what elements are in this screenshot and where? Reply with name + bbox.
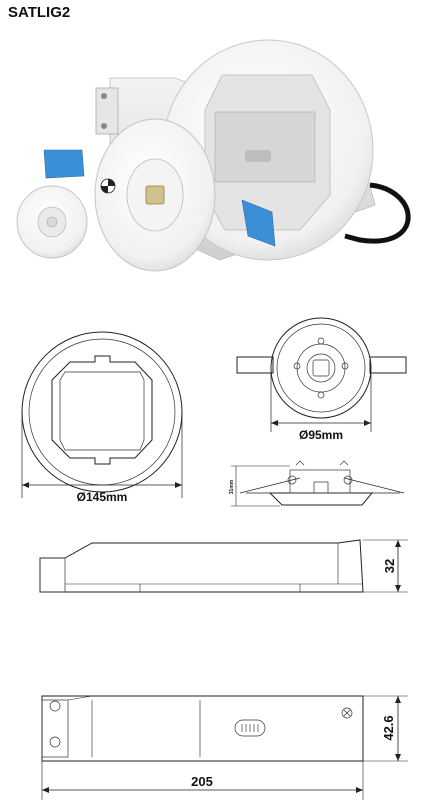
driver-top-outline	[41, 695, 364, 762]
driver-side-outline	[39, 539, 364, 593]
depth-label: 31mm	[229, 479, 235, 494]
product-render	[16, 39, 411, 272]
screw-icon	[101, 123, 107, 129]
large-ring-cutout	[51, 355, 153, 465]
large-ring-diameter-label: Ø145mm	[77, 490, 128, 504]
left-spring-tab	[236, 356, 274, 374]
driver-side-view: 32	[39, 539, 408, 593]
blue-clip-left	[43, 149, 85, 179]
large-ring-front-view: Ø145mm	[21, 331, 183, 504]
driver-length-label: 205	[191, 774, 213, 789]
housing-end-cap	[95, 87, 119, 135]
switch-3d	[245, 150, 271, 162]
inner-module-3d	[214, 111, 316, 183]
small-ring-diameter-label: Ø95mm	[299, 428, 343, 442]
driver-width-label: 42.6	[381, 715, 396, 740]
screw-icon	[101, 93, 107, 99]
cable	[344, 182, 411, 244]
small-ring-side-view: 31mm	[229, 460, 405, 507]
driver-top-view: 42.6 205	[41, 695, 408, 800]
led-chip	[145, 185, 165, 205]
driver-height-label: 32	[382, 559, 397, 573]
blue-clip-right	[241, 199, 276, 247]
product-title: SATLIG2	[8, 4, 71, 21]
right-spring-tab	[369, 356, 407, 374]
small-ring-front-view: Ø95mm	[236, 317, 407, 442]
